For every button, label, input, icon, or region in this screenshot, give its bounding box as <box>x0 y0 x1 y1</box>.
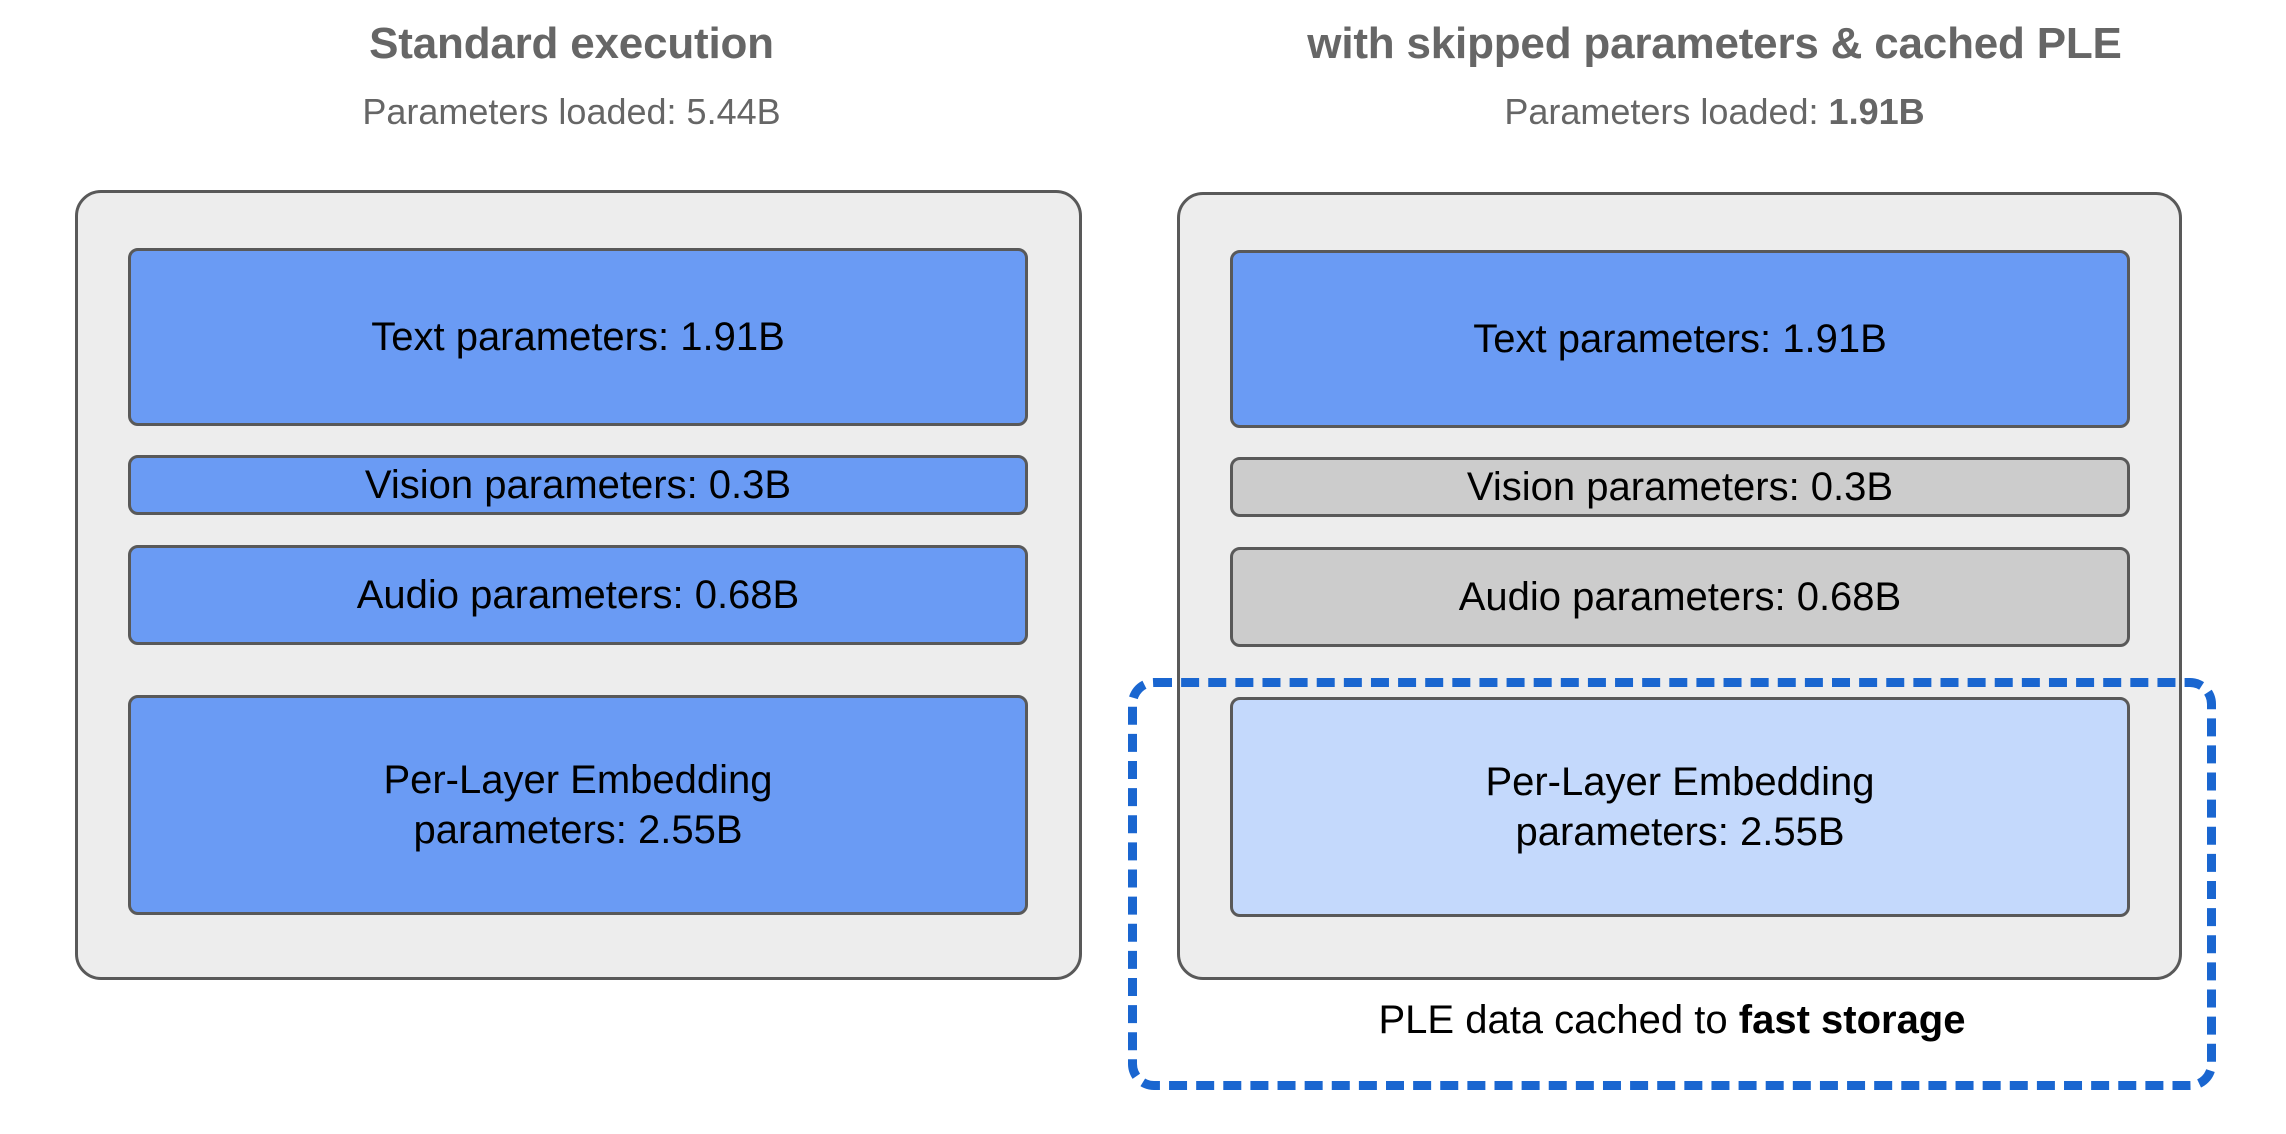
cache-caption-emphasis: fast storage <box>1738 998 1966 1042</box>
parameter-container-optimized: Text parameters: 1.91B Vision parameters… <box>1177 192 2182 980</box>
header-standard: Standard execution Parameters loaded: 5.… <box>0 22 1143 130</box>
param-box-ple-optimized[interactable]: Per-Layer Embedding parameters: 2.55B <box>1230 697 2130 917</box>
panel-title-optimized: with skipped parameters & cached PLE <box>1307 19 2122 68</box>
subtitle-value-optimized: 1.91B <box>1828 91 1925 132</box>
header-optimized: with skipped parameters & cached PLE Par… <box>1143 22 2286 130</box>
panel-standard-execution: Standard execution Parameters loaded: 5.… <box>0 22 1143 980</box>
panel-title-standard: Standard execution <box>369 19 774 68</box>
param-box-text-standard[interactable]: Text parameters: 1.91B <box>128 248 1028 426</box>
param-box-ple-standard[interactable]: Per-Layer Embedding parameters: 2.55B <box>128 695 1028 915</box>
panel-subtitle-optimized: Parameters loaded: 1.91B <box>1143 94 2286 130</box>
param-box-text-optimized[interactable]: Text parameters: 1.91B <box>1230 250 2130 428</box>
cache-region-caption: PLE data cached to fast storage <box>1128 1000 2216 1040</box>
panel-optimized-execution: with skipped parameters & cached PLE Par… <box>1143 0 2286 1134</box>
param-box-vision-optimized[interactable]: Vision parameters: 0.3B <box>1230 457 2130 517</box>
cache-caption-prefix: PLE data cached to <box>1378 998 1739 1042</box>
subtitle-prefix-standard: Parameters loaded: <box>362 91 687 132</box>
subtitle-prefix-optimized: Parameters loaded: <box>1504 91 1829 132</box>
panel-subtitle-standard: Parameters loaded: 5.44B <box>0 94 1143 130</box>
param-box-audio-standard[interactable]: Audio parameters: 0.68B <box>128 545 1028 645</box>
subtitle-value-standard: 5.44B <box>686 91 781 132</box>
param-box-vision-standard[interactable]: Vision parameters: 0.3B <box>128 455 1028 515</box>
parameter-container-standard: Text parameters: 1.91B Vision parameters… <box>75 190 1082 980</box>
param-box-audio-optimized[interactable]: Audio parameters: 0.68B <box>1230 547 2130 647</box>
